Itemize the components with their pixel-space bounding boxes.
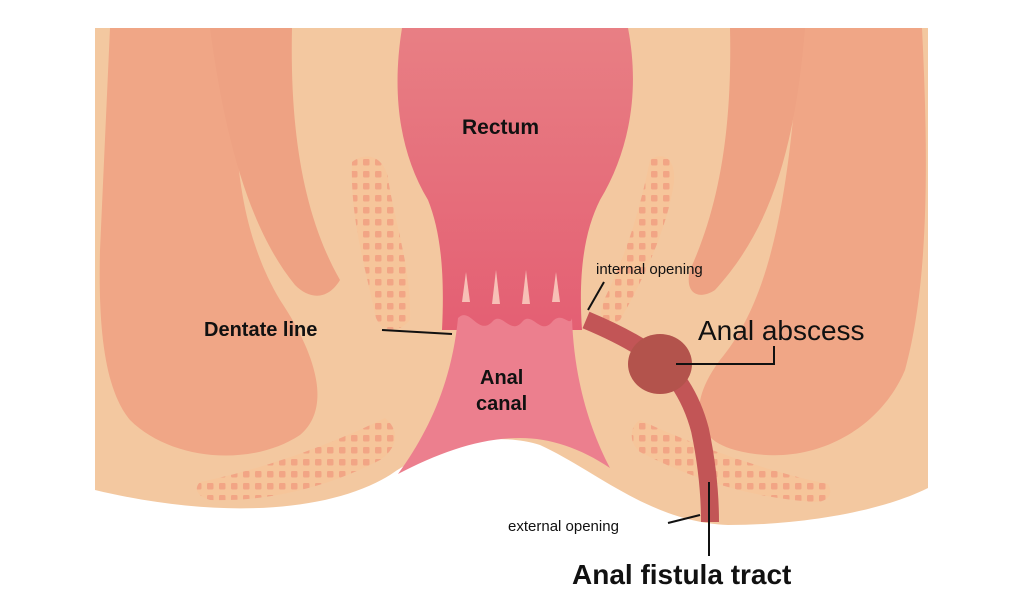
leader-dentate-line [381, 329, 453, 335]
label-rectum: Rectum [462, 116, 539, 139]
anal-abscess [628, 334, 692, 394]
leader-anal-abscess [676, 346, 775, 365]
label-anal-canal-line2: canal [476, 393, 527, 415]
anal-columns [462, 270, 560, 304]
right-inner-muscle [688, 28, 805, 295]
label-anal-abscess: Anal abscess [698, 315, 865, 346]
leader-external-opening [667, 514, 701, 524]
label-external-opening: external opening [508, 518, 619, 535]
leader-internal-opening [587, 281, 605, 311]
rectum [397, 28, 633, 330]
label-dentate-line: Dentate line [204, 319, 317, 341]
leader-lines [381, 281, 775, 556]
left-inner-muscle [210, 28, 340, 296]
right-internal-sphincter [601, 156, 675, 323]
left-external-sphincter [196, 418, 396, 501]
anal-canal [398, 315, 610, 474]
left-internal-sphincter [351, 156, 411, 330]
label-anal-fistula-tract: Anal fistula tract [572, 559, 791, 590]
left-muscle [99, 28, 318, 456]
right-external-sphincter [631, 420, 831, 502]
right-muscle [699, 28, 926, 456]
label-internal-opening: internal opening [596, 261, 703, 278]
label-anal-canal-line1: Anal [480, 367, 523, 389]
